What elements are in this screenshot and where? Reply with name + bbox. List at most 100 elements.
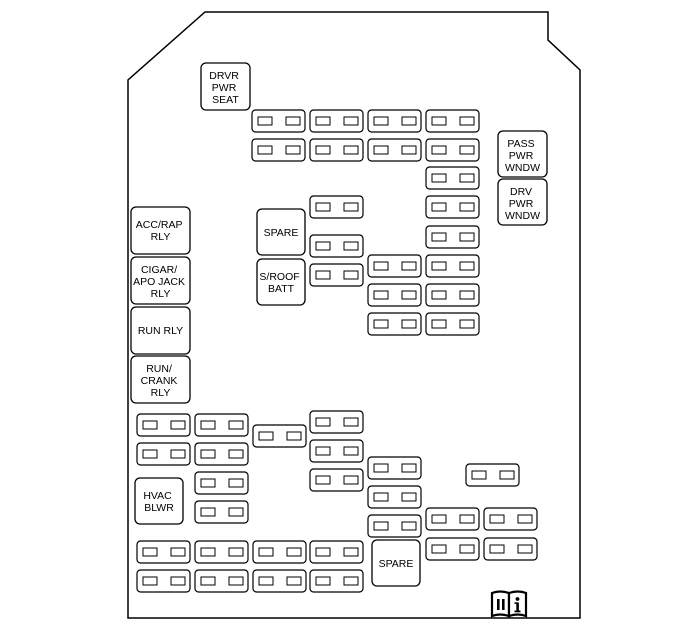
fuse-terminal (285, 116, 301, 126)
fuse-terminal (401, 261, 417, 271)
fuse-terminal (315, 475, 331, 485)
relay-cigar-apo-jack-rly: CIGAR/ APO JACK RLY (130, 256, 191, 305)
mini-fuse (136, 413, 191, 437)
fuse-terminal (258, 576, 274, 586)
fuse-terminal (373, 463, 389, 473)
fuse-terminal (257, 116, 273, 126)
fuse-terminal (170, 449, 186, 459)
fuse-terminal (373, 261, 389, 271)
fuse-terminal (343, 116, 359, 126)
relay-drv-pwr-wndw: DRV PWR WNDW (497, 178, 548, 226)
mini-fuse (425, 138, 480, 162)
mini-fuse (194, 540, 249, 564)
mini-fuse (367, 312, 422, 336)
fuse-terminal (142, 420, 158, 430)
fuse-terminal (459, 145, 475, 155)
mini-fuse (367, 138, 422, 162)
mini-fuse (309, 540, 364, 564)
mini-fuse (136, 540, 191, 564)
fuse-terminal (200, 449, 216, 459)
fuse-terminal (431, 116, 447, 126)
fuse-terminal (373, 116, 389, 126)
fuse-terminal (401, 492, 417, 502)
fuse-terminal (431, 232, 447, 242)
fuse-terminal (343, 241, 359, 251)
fuse-terminal (343, 270, 359, 280)
mini-fuse (309, 195, 364, 219)
fuse-terminal (343, 145, 359, 155)
mini-fuse (425, 507, 480, 531)
mini-fuse (194, 471, 249, 495)
fuse-terminal (401, 116, 417, 126)
fuse-terminal (315, 417, 331, 427)
fuse-terminal (459, 232, 475, 242)
mini-fuse (309, 410, 364, 434)
fuse-terminal (459, 261, 475, 271)
fuse-terminal (431, 290, 447, 300)
mini-fuse (309, 234, 364, 258)
fuse-terminal (228, 449, 244, 459)
fuse-terminal (489, 514, 505, 524)
mini-fuse (194, 442, 249, 466)
fuse-terminal (142, 449, 158, 459)
mini-fuse (367, 456, 422, 480)
fuse-terminal (170, 420, 186, 430)
fuse-terminal (373, 492, 389, 502)
fuse-terminal (459, 514, 475, 524)
mini-fuse (425, 537, 480, 561)
fuse-terminal (200, 507, 216, 517)
relay-label-drv-pwr-wndw: DRV PWR WNDW (505, 186, 540, 222)
mini-fuse (309, 138, 364, 162)
mini-fuse (309, 569, 364, 593)
mini-fuse (483, 537, 538, 561)
mini-fuse (465, 463, 520, 487)
fuse-terminal (258, 431, 274, 441)
fuse-terminal (343, 475, 359, 485)
mini-fuse (483, 507, 538, 531)
mini-fuse (252, 424, 307, 448)
fuse-terminal (200, 547, 216, 557)
fuse-terminal (343, 202, 359, 212)
fuse-terminal (343, 576, 359, 586)
fuse-terminal (142, 547, 158, 557)
mini-fuse (367, 109, 422, 133)
fuse-terminal (315, 116, 331, 126)
fuse-terminal (315, 202, 331, 212)
fuse-terminal (200, 576, 216, 586)
fuse-terminal (489, 544, 505, 554)
mini-fuse (136, 442, 191, 466)
mini-fuse (251, 138, 306, 162)
fuse-terminal (459, 116, 475, 126)
fuse-terminal (401, 145, 417, 155)
fuse-terminal (431, 145, 447, 155)
fuse-terminal (258, 547, 274, 557)
mini-fuse (425, 166, 480, 190)
mini-fuse (194, 500, 249, 524)
relay-label-acc-rap-rly: ACC/RAP RLY (136, 219, 185, 243)
fuse-terminal (315, 270, 331, 280)
relay-run-crank-rly: RUN/ CRANK RLY (130, 355, 191, 404)
relay-pass-pwr-wndw: PASS PWR WNDW (497, 130, 548, 178)
fuse-terminal (401, 319, 417, 329)
relay-spare-lower: SPARE (371, 539, 421, 587)
fuse-terminal (471, 470, 487, 480)
fuse-terminal (170, 576, 186, 586)
fuse-terminal (373, 290, 389, 300)
fuse-terminal (373, 319, 389, 329)
fuse-terminal (431, 173, 447, 183)
fuse-terminal (431, 319, 447, 329)
manual-info-icon (490, 590, 528, 618)
mini-fuse (425, 109, 480, 133)
mini-fuse (309, 439, 364, 463)
fuse-terminal (200, 478, 216, 488)
mini-fuse-group (136, 109, 538, 593)
relay-spare-upper: SPARE (256, 208, 306, 256)
fuse-terminal (401, 290, 417, 300)
mini-fuse (251, 109, 306, 133)
mini-fuse (367, 283, 422, 307)
fuse-terminal (459, 544, 475, 554)
fuse-terminal (373, 521, 389, 531)
relay-label-spare-upper: SPARE (264, 227, 299, 239)
fuse-terminal (286, 576, 302, 586)
